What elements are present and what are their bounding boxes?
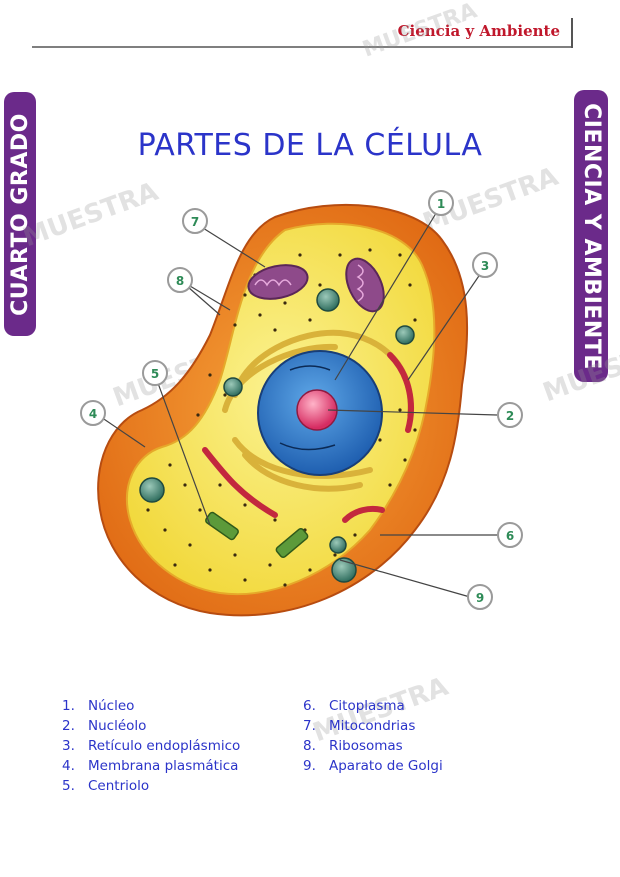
legend-item: 1. Núcleo [62, 696, 240, 716]
vesicles [139, 288, 415, 583]
legend-label: Ribosomas [329, 738, 403, 754]
callout-5: 5 [142, 360, 168, 386]
legend-item: 6. Citoplasma [303, 696, 443, 716]
svg-text:9: 9 [476, 591, 484, 605]
cell-diagram: 1 2 3 4 5 6 7 8 9 [80, 190, 523, 617]
legend-number: 4. [62, 758, 75, 774]
legend-number: 1. [62, 698, 75, 714]
svg-text:2: 2 [506, 409, 514, 423]
callout-9: 9 [467, 584, 493, 610]
svg-text:3: 3 [481, 259, 489, 273]
side-tab-subject: CIENCIA Y AMBIENTE [574, 90, 608, 382]
legend-label: Nucléolo [88, 718, 147, 734]
callout-4: 4 [80, 400, 106, 426]
centriole [205, 511, 309, 559]
callout-7: 7 [182, 208, 208, 234]
legend-label: Aparato de Golgi [329, 758, 443, 774]
mitochondria [247, 257, 385, 313]
legend-number: 7. [303, 718, 316, 734]
legend-label: Núcleo [88, 698, 135, 714]
side-tab-grade: CUARTO GRADO [4, 92, 36, 336]
callout-lines [94, 204, 498, 598]
callout-8: 8 [167, 267, 193, 293]
svg-text:6: 6 [506, 529, 514, 543]
callout-6: 6 [497, 522, 523, 548]
legend-number: 6. [303, 698, 316, 714]
legend-number: 2. [62, 718, 75, 734]
page-title: PARTES DE LA CÉLULA [137, 128, 483, 163]
golgi-apparatus [202, 352, 414, 523]
header-bar [571, 18, 573, 48]
svg-text:8: 8 [176, 274, 184, 288]
legend-label: Citoplasma [329, 698, 405, 714]
legend-item: 3. Retículo endoplásmico [62, 736, 240, 756]
svg-text:7: 7 [191, 215, 199, 229]
header-title: Ciencia y Ambiente [397, 22, 560, 40]
legend-label: Centriolo [88, 778, 150, 794]
callout-circles: 1 2 3 4 5 6 7 8 9 [80, 190, 523, 610]
legend-number: 9. [303, 758, 316, 774]
legend-column-left: 1. Núcleo 2. Nucléolo 3. Retículo endoplásm… [62, 696, 240, 796]
callout-1: 1 [428, 190, 454, 216]
header-rule [32, 46, 572, 48]
legend-column-right: 6.Citoplasma 7.Mitocondrias 8.Ribosomas … [303, 696, 443, 776]
legend-label: Mitocondrias [329, 718, 416, 734]
legend-number: 8. [303, 738, 316, 754]
legend-item: 2. Nucléolo [62, 716, 240, 736]
legend-item: 9. Aparato de Golgi [303, 756, 443, 776]
legend-item: 8. Ribosomas [303, 736, 443, 756]
legend-label: Membrana plasmática [88, 758, 239, 774]
legend-number: 5. [62, 778, 75, 794]
callout-2: 2 [497, 402, 523, 428]
svg-text:4: 4 [89, 407, 97, 421]
svg-text:1: 1 [437, 197, 445, 211]
legend-item: 7. Mitocondrias [303, 716, 443, 736]
svg-text:5: 5 [151, 367, 159, 381]
legend-item: 4. Membrana plasmática [62, 756, 240, 776]
legend-item: 5. Centriolo [62, 776, 240, 796]
callout-3: 3 [472, 252, 498, 278]
legend-label: Retículo endoplásmico [88, 738, 241, 754]
legend-number: 3. [62, 738, 75, 754]
